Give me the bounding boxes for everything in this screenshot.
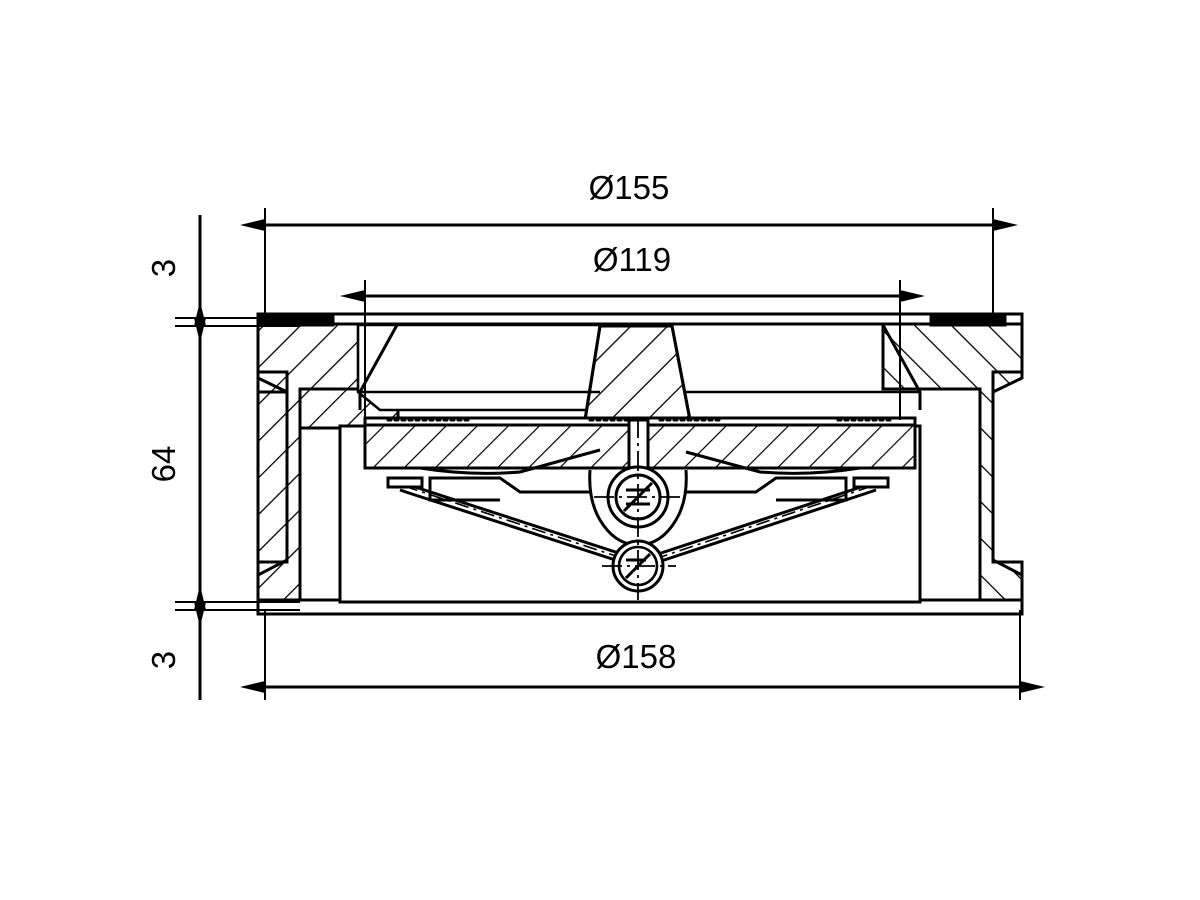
center-boss-left-line xyxy=(583,325,602,421)
hub-arm-left xyxy=(428,476,590,502)
diaphragm-contour-left xyxy=(365,448,601,475)
dim-label-155: Ø155 xyxy=(589,169,670,206)
spring-tab-right xyxy=(852,476,890,489)
leaf-spring-left-2 xyxy=(399,488,641,570)
seal-top-right xyxy=(929,315,1007,327)
hub-arm-right xyxy=(686,476,848,502)
dim-bottom-outer: Ø158 xyxy=(240,638,1045,693)
diaphragm-contour-right xyxy=(685,450,915,475)
cover-plate xyxy=(256,312,1024,326)
spring-tab-left xyxy=(386,476,424,489)
dim-label-3-bot: 3 xyxy=(145,651,182,669)
left-outer-step xyxy=(256,322,289,600)
leaf-spring-centerline xyxy=(403,485,873,565)
center-boss-right-line xyxy=(670,325,692,421)
dim-label-158: Ø158 xyxy=(596,638,677,675)
dim-left-middle: 64 xyxy=(145,301,206,627)
dim-top-inner: Ø119 xyxy=(340,241,925,302)
dim-left-bottom: 3 xyxy=(145,585,206,700)
funnel-left-slope xyxy=(356,323,602,412)
dim-label-119: Ø119 xyxy=(593,241,671,278)
right-outer-step xyxy=(991,322,1024,600)
centerlines xyxy=(594,418,684,600)
leaf-spring-right-2 xyxy=(639,488,877,570)
dimension-layer: Ø155 Ø119 Ø158 3 64 3 xyxy=(145,169,1045,700)
dim-top-outer: Ø155 xyxy=(240,169,1018,231)
dim-label-3-top: 3 xyxy=(145,259,182,277)
dim-label-64: 64 xyxy=(145,446,182,483)
dim-left-top: 3 xyxy=(145,215,206,343)
part-geometry xyxy=(256,312,1024,616)
